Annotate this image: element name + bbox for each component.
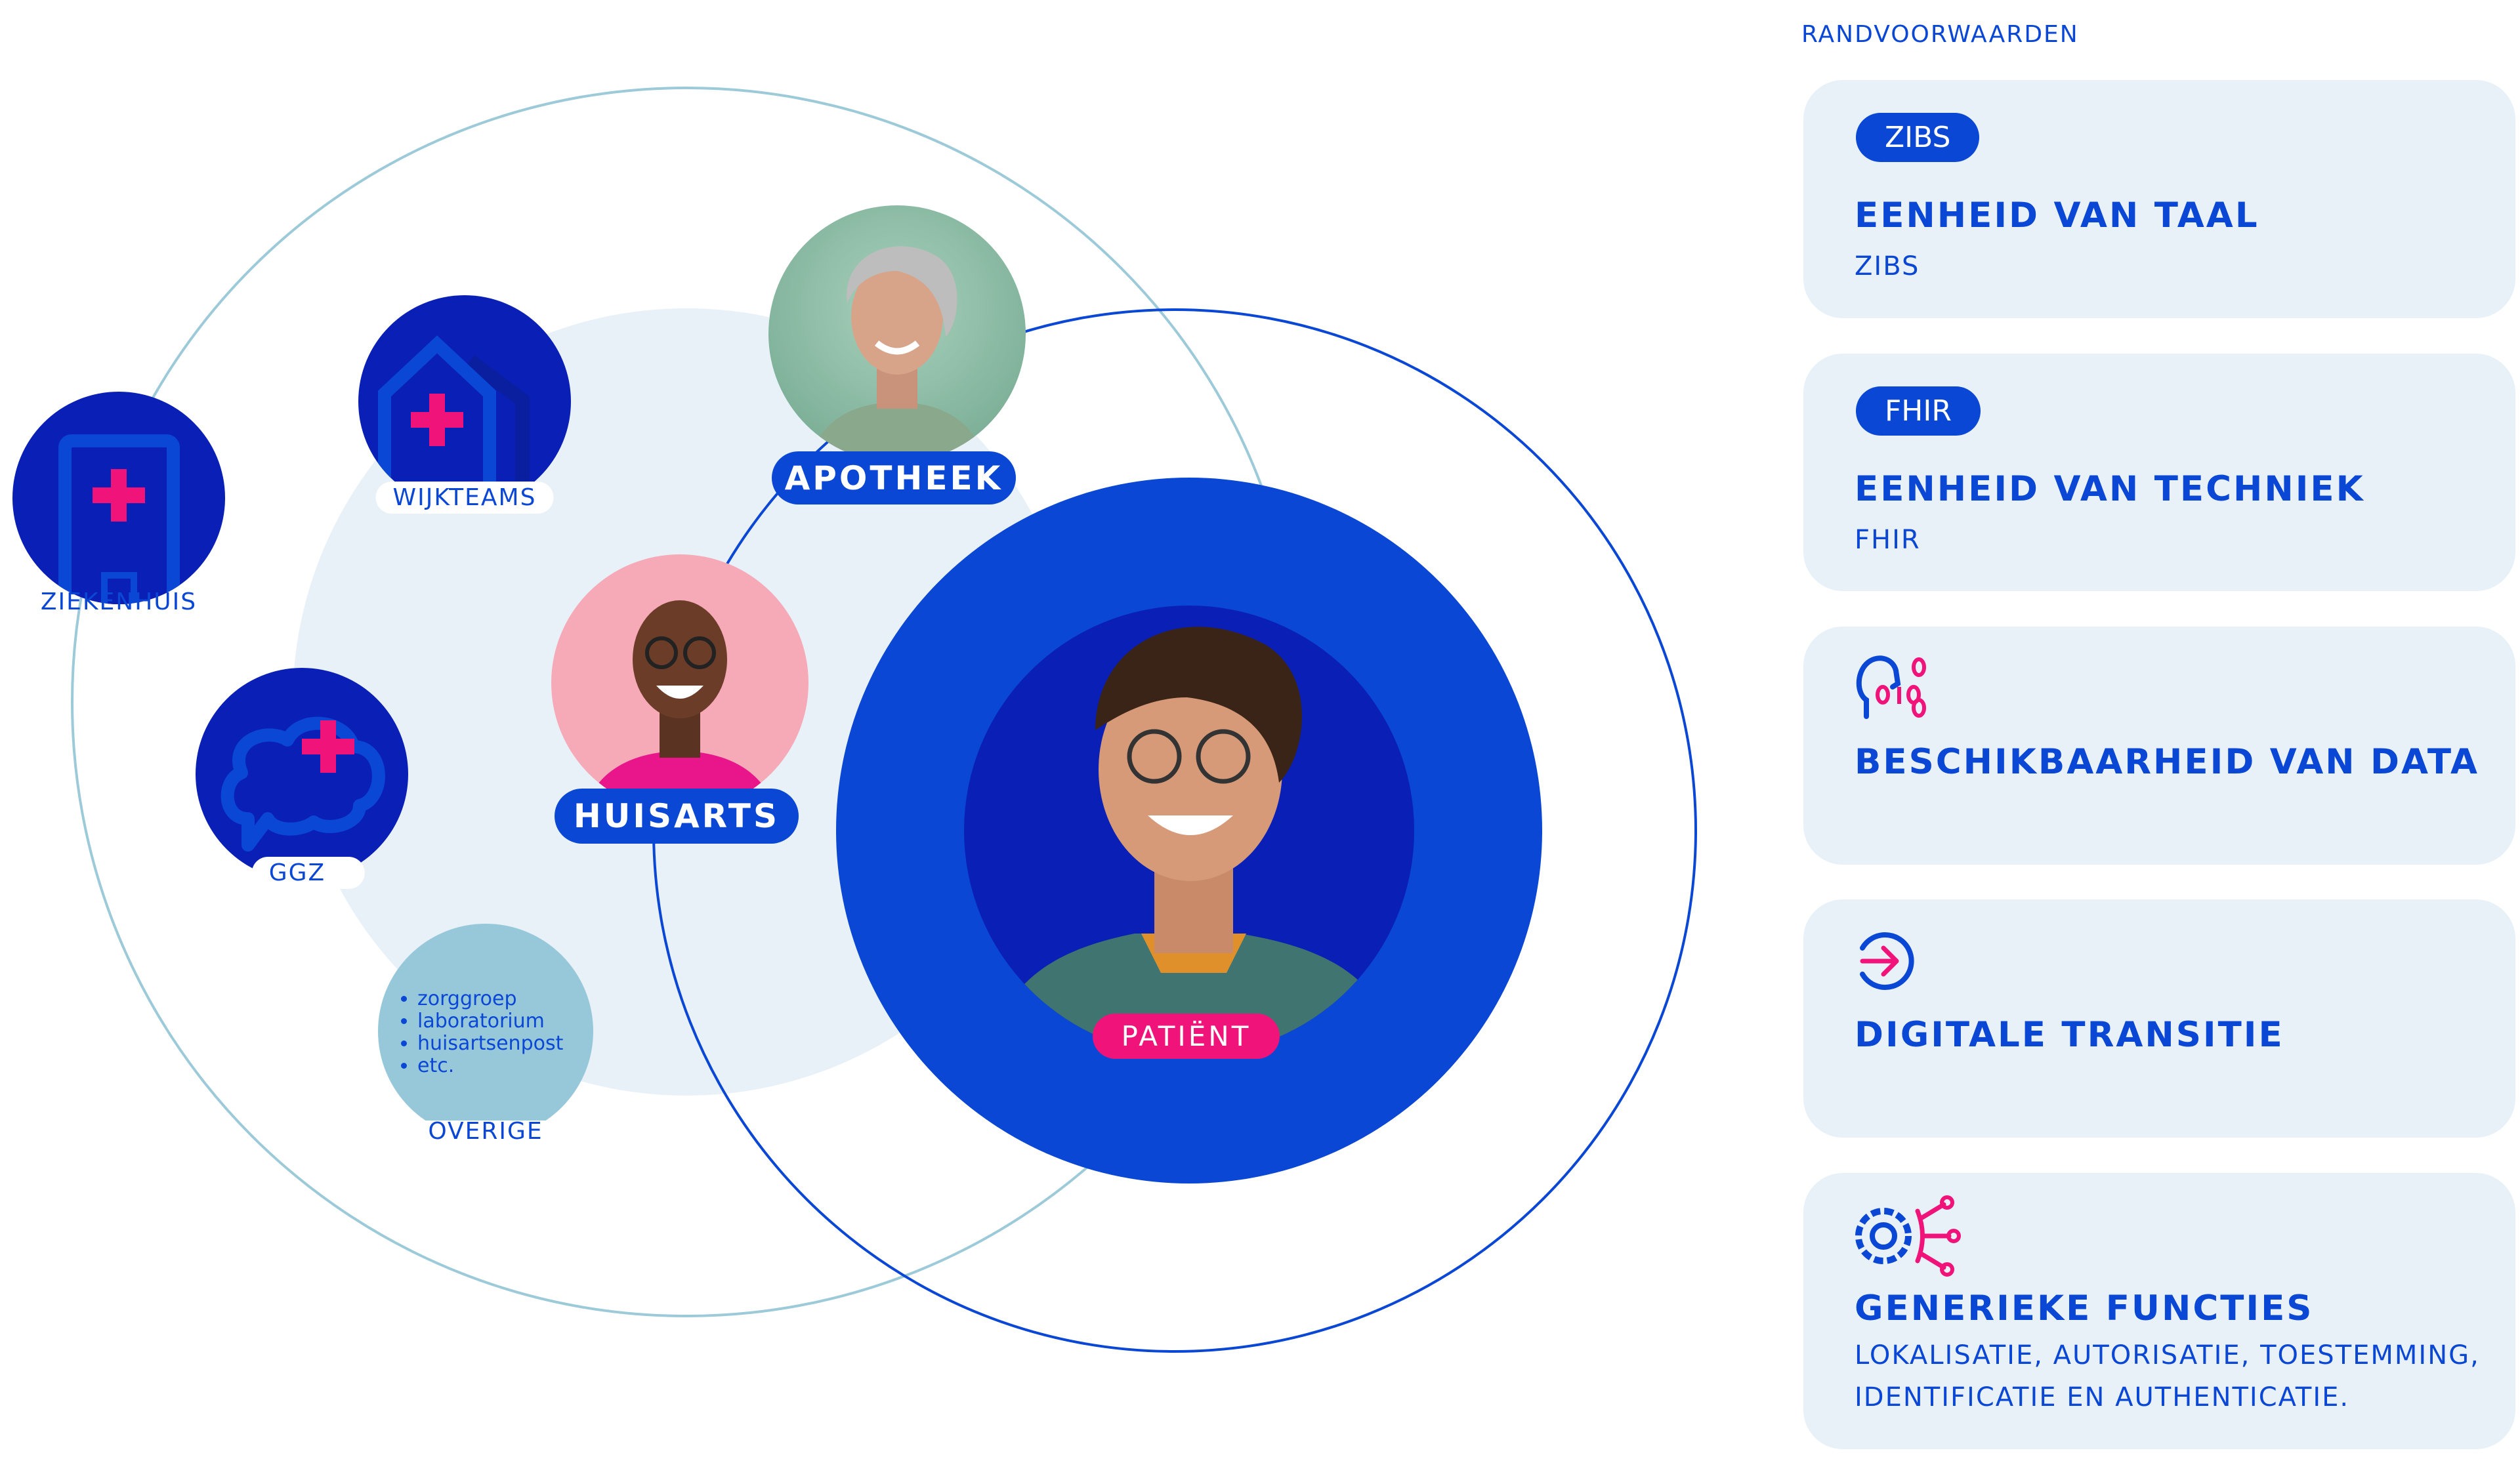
head-binary-icon — [1856, 655, 1926, 719]
card-subtext: ZIBS — [1855, 251, 1920, 281]
apotheek-label: APOTHEEK — [772, 451, 1016, 504]
card-heading: EENHEID VAN TAAL — [1855, 195, 2259, 236]
wijkteams-node — [358, 295, 571, 508]
patient-photo — [964, 606, 1414, 1056]
card-subtext: FHIR — [1855, 525, 1921, 555]
overige-item: etc. — [417, 1055, 563, 1077]
overige-node: zorggroep laboratorium huisartsenpost et… — [378, 924, 593, 1121]
gear-network-icon — [1855, 1195, 1961, 1277]
fhir-badge: FHIR — [1856, 386, 1981, 436]
card-generieke-functies: GENERIEKE FUNCTIES LOKALISATIE, AUTORISA… — [1803, 1173, 2515, 1449]
overige-item: laboratorium — [417, 1010, 563, 1033]
patient-figure-icon — [990, 627, 1397, 1056]
card-beschikbaarheid-van-data: BESCHIKBAARHEID VAN DATA — [1803, 627, 2515, 865]
card-subtext-line: LOKALISATIE, AUTORISATIE, TOESTEMMING, — [1855, 1340, 2480, 1370]
card-heading: DIGITALE TRANSITIE — [1855, 1015, 2284, 1055]
overige-item: huisartsenpost — [417, 1033, 563, 1055]
login-arrow-icon — [1860, 932, 1914, 990]
overige-item: zorggroep — [417, 988, 563, 1010]
card-subtext-line: IDENTIFICATIE EN AUTHENTICATIE. — [1855, 1382, 2350, 1412]
zibs-badge: ZIBS — [1856, 113, 1980, 162]
card-eenheid-van-taal: ZIBS EENHEID VAN TAAL ZIBS — [1803, 80, 2515, 318]
huisarts-label: HUISARTS — [555, 789, 799, 844]
huisarts-photo — [551, 554, 808, 812]
overige-list: zorggroep laboratorium huisartsenpost et… — [403, 988, 563, 1077]
patient-label: PATIËNT — [1093, 1014, 1280, 1059]
ggz-label: GGZ — [251, 857, 366, 889]
wijkteams-label: WIJKTEAMS — [375, 482, 554, 514]
panel-title: RANDVOORWAARDEN — [1801, 21, 2079, 48]
card-heading: BESCHIKBAARHEID VAN DATA — [1855, 742, 2479, 782]
card-eenheid-van-techniek: FHIR EENHEID VAN TECHNIEK FHIR — [1803, 354, 2515, 591]
speech-bubbles-plus-icon — [220, 716, 385, 852]
ggz-node — [196, 668, 408, 880]
hospital-icon — [58, 434, 180, 604]
card-digitale-transitie: DIGITALE TRANSITIE — [1803, 899, 2515, 1138]
doctor-figure-icon — [584, 600, 776, 812]
apotheek-photo — [768, 205, 1026, 463]
house-plus-icon — [378, 335, 530, 508]
ziekenhuis-node — [12, 392, 225, 604]
overige-label: OVERIGE — [428, 1118, 543, 1145]
card-heading: EENHEID VAN TECHNIEK — [1855, 469, 2365, 509]
ziekenhuis-label: ZIEKENHUIS — [40, 588, 198, 615]
pharmacist-figure-icon — [808, 246, 986, 463]
card-heading: GENERIEKE FUNCTIES — [1855, 1288, 2314, 1328]
